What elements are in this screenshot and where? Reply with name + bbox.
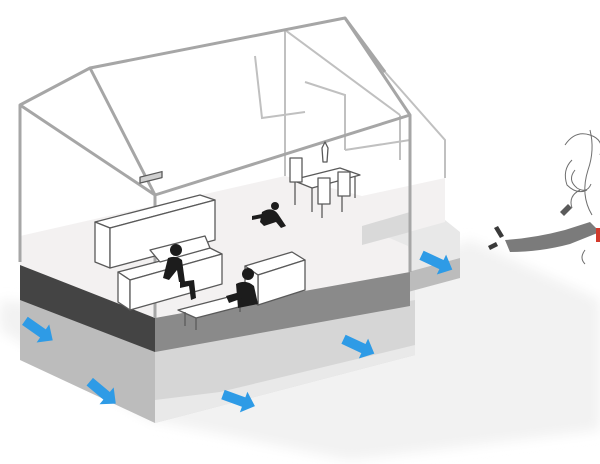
person-sitting-floor [226, 268, 258, 308]
arrow-left-lower [86, 377, 116, 405]
arrow-front-center [221, 389, 255, 413]
kitchen-counter [94, 170, 216, 269]
person-sitting-sofa [163, 244, 196, 300]
airflow-arrows [22, 250, 453, 413]
arrow-front-right [341, 334, 375, 359]
vase [321, 141, 329, 163]
occupants [163, 202, 286, 308]
arrow-annex-right [419, 250, 453, 275]
arrow-left-corner [22, 316, 53, 343]
red-accent [596, 228, 600, 242]
dining-table [289, 157, 361, 218]
tree-trunk [488, 204, 600, 252]
house-frame-back [89, 28, 446, 178]
dog [252, 202, 286, 228]
